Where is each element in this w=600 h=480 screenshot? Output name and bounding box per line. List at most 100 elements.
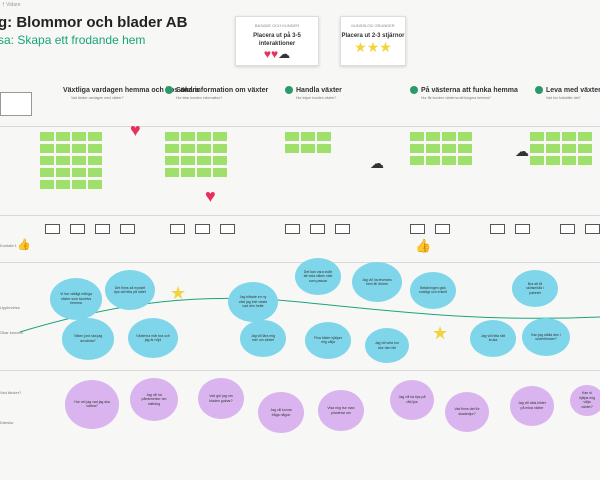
sticky-note[interactable]: [442, 156, 456, 165]
sticky-note[interactable]: [56, 132, 70, 141]
sticky-note[interactable]: [213, 156, 227, 165]
touchpoint-icon: [435, 224, 450, 234]
sticky-note[interactable]: [181, 132, 195, 141]
sticky-note[interactable]: [410, 132, 424, 141]
sticky-note[interactable]: [546, 132, 560, 141]
sticky-note[interactable]: [40, 180, 54, 189]
sticky-note[interactable]: [72, 132, 86, 141]
touchpoint-icon: [410, 224, 425, 234]
speech-bubble[interactable]: Jag vill dela bilder på mina växter: [510, 386, 554, 426]
sticky-note[interactable]: [88, 144, 102, 153]
sticky-note[interactable]: [40, 168, 54, 177]
sticky-note[interactable]: [410, 156, 424, 165]
sticky-note[interactable]: [285, 144, 299, 153]
sticky-note[interactable]: [197, 156, 211, 165]
sticky-note[interactable]: [88, 180, 102, 189]
thought-bubble[interactable]: Jag vill ha leverans hem till dörren: [352, 262, 402, 302]
sticky-note[interactable]: [181, 144, 195, 153]
sticky-note[interactable]: [40, 132, 54, 141]
divider: [0, 215, 600, 216]
sticky-note[interactable]: [285, 132, 299, 141]
sticky-note[interactable]: [40, 156, 54, 165]
sticky-note[interactable]: [40, 144, 54, 153]
sticky-note[interactable]: [56, 168, 70, 177]
sticky-note[interactable]: [562, 156, 576, 165]
card-stars: KUNSSLOD GRUNDER Placera ut 2-3 stjärnor…: [340, 16, 406, 66]
sticky-note[interactable]: [546, 156, 560, 165]
thought-bubble[interactable]: Jag vill hitta rätt kruka: [470, 320, 516, 357]
row-label: Upplevelse: [0, 305, 20, 310]
thought-bubble[interactable]: Jag vill veta hur stor den blir: [365, 328, 409, 364]
sticky-note[interactable]: [165, 144, 179, 153]
sticky-note[interactable]: [562, 132, 576, 141]
sticky-note[interactable]: [426, 144, 440, 153]
sticky-note[interactable]: [88, 168, 102, 177]
sticky-note[interactable]: [56, 144, 70, 153]
sticky-note[interactable]: [317, 144, 331, 153]
thought-bubble[interactable]: Jag vill lära mig mer om växter: [240, 320, 286, 357]
sticky-note[interactable]: [197, 168, 211, 177]
sticky-note[interactable]: [213, 132, 227, 141]
sticky-note[interactable]: [578, 132, 592, 141]
thought-bubble[interactable]: Det kan vara svårt att veta vilken växt …: [295, 258, 341, 295]
thought-bubble[interactable]: Vi har väldigt många växter som stortriv…: [50, 278, 102, 320]
thought-bubble[interactable]: Betalningen gick smidigt och enkelt: [410, 272, 456, 309]
sticky-note[interactable]: [197, 144, 211, 153]
sticky-note[interactable]: [426, 132, 440, 141]
thought-bubble[interactable]: Växterna mår bra och jag är nöjd: [128, 318, 178, 358]
sticky-note[interactable]: [301, 132, 315, 141]
sticky-note[interactable]: [56, 180, 70, 189]
speech-bubble[interactable]: Visa mig hur man planterar om: [318, 390, 364, 432]
sticky-note[interactable]: [165, 132, 179, 141]
sticky-note[interactable]: [181, 168, 195, 177]
phase-number-icon: [285, 86, 293, 94]
thought-bubble[interactable]: Kan jag ställa den i söderfönster?: [522, 318, 570, 357]
sticky-note[interactable]: [197, 132, 211, 141]
phase-number-icon: [410, 86, 418, 94]
sticky-note[interactable]: [578, 156, 592, 165]
thought-bubble[interactable]: Vilken jord ska jag använda?: [62, 318, 114, 360]
sticky-note[interactable]: [181, 156, 195, 165]
sticky-note[interactable]: [72, 168, 86, 177]
sticky-note[interactable]: [578, 144, 592, 153]
sticky-note[interactable]: [213, 168, 227, 177]
sticky-note[interactable]: [530, 132, 544, 141]
sticky-note[interactable]: [88, 156, 102, 165]
sticky-note[interactable]: [72, 144, 86, 153]
speech-bubble[interactable]: Vad finns det för skadedjur?: [445, 392, 489, 432]
sticky-note[interactable]: [442, 132, 456, 141]
speech-bubble[interactable]: Jag vill ha påminnelser om vattning: [130, 378, 178, 422]
touchpoint-icon: [560, 224, 575, 234]
speech-bubble[interactable]: Hur vet jag vad jag ska vattna?: [65, 380, 119, 429]
sticky-note[interactable]: [213, 144, 227, 153]
sticky-note[interactable]: [458, 156, 472, 165]
speech-bubble[interactable]: Jag vill kunna fråga någon: [258, 392, 304, 434]
sticky-note[interactable]: [562, 144, 576, 153]
sticky-note[interactable]: [442, 144, 456, 153]
sticky-note[interactable]: [546, 144, 560, 153]
sticky-note[interactable]: [165, 156, 179, 165]
sticky-note[interactable]: [426, 156, 440, 165]
thought-bubble[interactable]: Bra att få skötselråd i paketet: [512, 270, 558, 307]
thought-bubble[interactable]: Jag hittade en ny växt jag inte visste v…: [228, 282, 278, 322]
star-icon: ★: [432, 323, 449, 343]
sticky-note[interactable]: [72, 156, 86, 165]
sticky-note[interactable]: [410, 144, 424, 153]
thought-bubble[interactable]: Det finns så mycket tips att hitta på nä…: [105, 270, 155, 310]
speech-bubble[interactable]: Kan ni hjälpa mig välja växter?: [570, 385, 600, 416]
sticky-note[interactable]: [530, 144, 544, 153]
sticky-note[interactable]: [530, 156, 544, 165]
sticky-note[interactable]: [88, 132, 102, 141]
thought-bubble[interactable]: Fina bilder hjälper mig välja: [305, 322, 351, 359]
speech-bubble[interactable]: Vad gör jag om bladen gulnar?: [198, 378, 244, 420]
sticky-note[interactable]: [458, 144, 472, 153]
sticky-note[interactable]: [72, 180, 86, 189]
speech-bubble[interactable]: Jag vill ha tips på rätt ljus: [390, 380, 434, 420]
breadcrumb[interactable]: † Vidare: [2, 2, 21, 8]
sticky-note[interactable]: [165, 168, 179, 177]
sticky-note[interactable]: [458, 132, 472, 141]
sticky-note[interactable]: [301, 144, 315, 153]
sticky-note[interactable]: [317, 132, 331, 141]
sticky-note[interactable]: [56, 156, 70, 165]
